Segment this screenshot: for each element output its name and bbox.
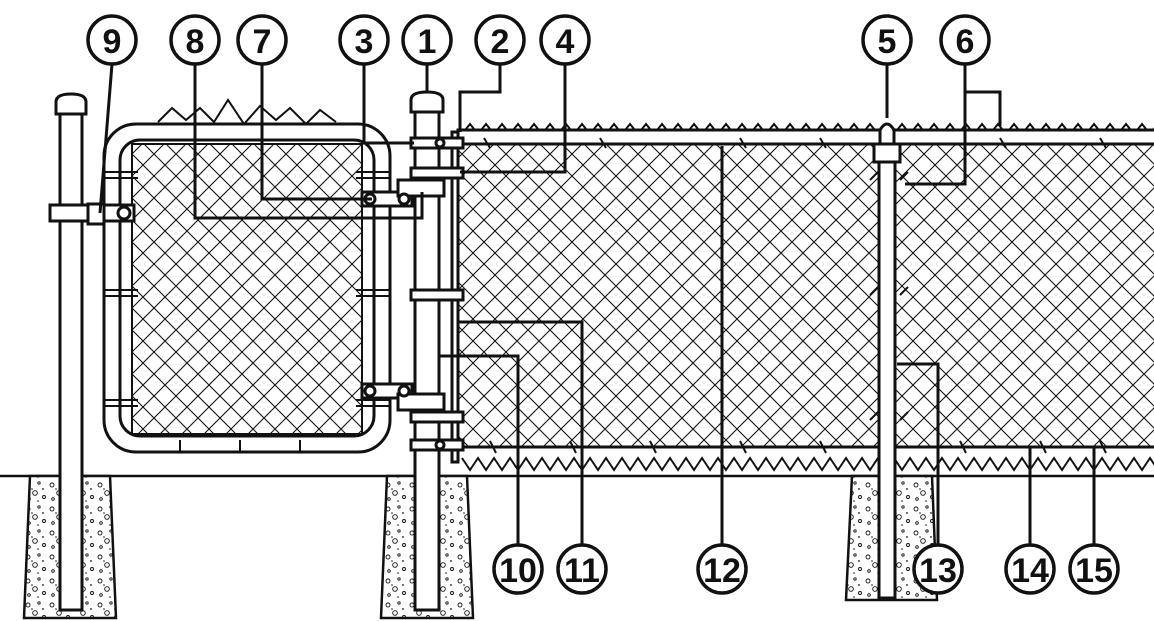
leader-3 [362, 64, 414, 145]
tension-band [409, 410, 465, 424]
leader-11 [458, 320, 584, 545]
band-bolt [434, 439, 446, 451]
loop-cap-top [878, 122, 896, 146]
callout-10: 10 [492, 543, 544, 595]
callout-14: 14 [1004, 543, 1056, 595]
tension-band [409, 288, 465, 302]
fence-fabric [458, 138, 1154, 448]
callout-12: 12 [696, 543, 748, 595]
callout-11: 11 [556, 543, 608, 595]
callout-15: 15 [1068, 543, 1120, 595]
latch-post-cap [54, 92, 88, 116]
callout-2: 2 [474, 14, 526, 66]
callout-label: 4 [556, 23, 575, 61]
terminal-post-cap [409, 90, 445, 114]
callout-label: 12 [703, 552, 741, 590]
gate-ties [104, 171, 390, 452]
leader-10 [440, 354, 520, 545]
callout-13: 13 [912, 543, 964, 595]
hinge-bolt [397, 192, 411, 206]
latch-post [58, 108, 84, 612]
callout-label: 14 [1011, 552, 1049, 590]
callout-label: 7 [253, 23, 272, 61]
tension-band [409, 166, 465, 180]
callout-label: 5 [878, 23, 897, 61]
callout-1: 1 [401, 14, 453, 66]
rail-ties [483, 137, 1107, 149]
leader-8 [193, 64, 424, 220]
callout-label: 10 [499, 552, 537, 590]
gate-fabric [132, 144, 362, 434]
leader-9 [98, 63, 114, 214]
fabric-bottom-knuckles [461, 456, 1154, 472]
hinge-bolt [363, 384, 377, 398]
callout-label: 11 [564, 552, 600, 590]
gate-hinge-lower-body [396, 392, 446, 412]
leader-7 [260, 64, 372, 201]
callout-label: 15 [1075, 552, 1113, 590]
top-rail [456, 128, 1154, 146]
callout-5: 5 [861, 14, 913, 66]
leader-6 [905, 64, 1002, 186]
callout-label: 9 [103, 23, 122, 61]
callout-7: 7 [236, 14, 288, 66]
line-post-cap [872, 142, 902, 164]
callout-label: 2 [491, 23, 510, 61]
callout-label: 6 [956, 23, 975, 61]
leader-2 [458, 64, 502, 132]
line-post [877, 146, 897, 600]
latch-bolt [116, 205, 132, 221]
gate-top-wire [157, 98, 337, 126]
callout-label: 13 [919, 552, 957, 590]
callout-3: 3 [338, 14, 390, 66]
callout-6: 6 [939, 14, 991, 66]
callout-9: 9 [86, 14, 138, 66]
leader-13 [897, 362, 940, 545]
callout-4: 4 [539, 14, 591, 66]
band-bolt [434, 137, 446, 149]
callout-label: 1 [418, 23, 437, 61]
callout-label: 3 [355, 23, 374, 61]
hinge-bolt [397, 384, 411, 398]
leader-4 [460, 64, 567, 174]
callout-label: 8 [186, 23, 205, 61]
leader-lines [98, 63, 1096, 545]
callout-8: 8 [169, 14, 221, 66]
post-ties [869, 171, 909, 421]
tie-wires [489, 440, 1107, 454]
